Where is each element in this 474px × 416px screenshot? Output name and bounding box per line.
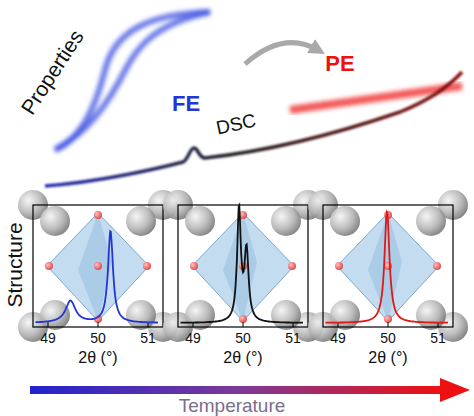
oxygen-atom [190,262,198,270]
a-site-atom [330,300,360,330]
xrd-peak [181,205,304,322]
oxygen-atom [94,211,102,219]
temperature-arrow-shaft [30,386,442,394]
oxygen-atom [288,262,296,270]
octahedron-face [78,213,112,321]
oxygen-atom [45,262,53,270]
a-site-atom [416,300,446,330]
oxygen-atom [433,262,441,270]
temperature-arrow-head [440,378,470,402]
axis-label: 2θ (°) [78,350,117,366]
octahedron [47,213,149,321]
a-site-atom [271,206,301,236]
pe-property-line [290,86,462,110]
curve-label: DSC [214,111,257,138]
a-site-atom [330,206,360,236]
a-site-atom [126,300,156,330]
tick-label: 49 [185,331,201,345]
tick-label: 49 [330,331,346,345]
structure-panels [18,190,468,342]
axis-label: 2θ (°) [223,350,262,366]
panel-frame [33,205,163,327]
axis-tick [388,322,389,327]
oxygen-atom [143,262,151,270]
oxygen-atom [94,262,102,270]
structure-panel [18,190,178,342]
phase-label: PE [325,53,354,75]
a-site-atom [271,300,301,330]
structure-panel [163,190,323,342]
a-site-atom [40,300,70,330]
oxygen-atom [239,315,247,323]
structure-panel [308,190,468,342]
phase-label: FE [172,93,200,115]
a-site-atom [126,206,156,236]
tick-label: 50 [380,331,396,345]
xrd-peak [36,231,159,322]
tick-label: 50 [90,331,106,345]
axis-tick [48,322,49,327]
a-site-atom [185,206,215,236]
tick-label: 51 [430,331,446,345]
oxygen-atom [384,315,392,323]
a-site-atom [40,206,70,236]
tick-label: 51 [140,331,156,345]
oxygen-atom [335,262,343,270]
a-site-atom [416,206,446,236]
xrd-peak [326,212,449,323]
dsc-curve [45,72,462,186]
axis-title: Structure [4,222,25,307]
axis-title: Temperature [179,396,286,415]
panel-frame [178,205,308,327]
panel-frame [323,205,453,327]
axis-tick [243,322,244,327]
a-site-atom [185,300,215,330]
tick-label: 50 [235,331,251,345]
axis-title: Properties [17,26,87,118]
axis-tick [98,322,99,327]
transition-arrow [245,43,318,64]
tick-label: 51 [285,331,301,345]
tick-label: 49 [40,331,56,345]
axis-label: 2θ (°) [368,350,407,366]
